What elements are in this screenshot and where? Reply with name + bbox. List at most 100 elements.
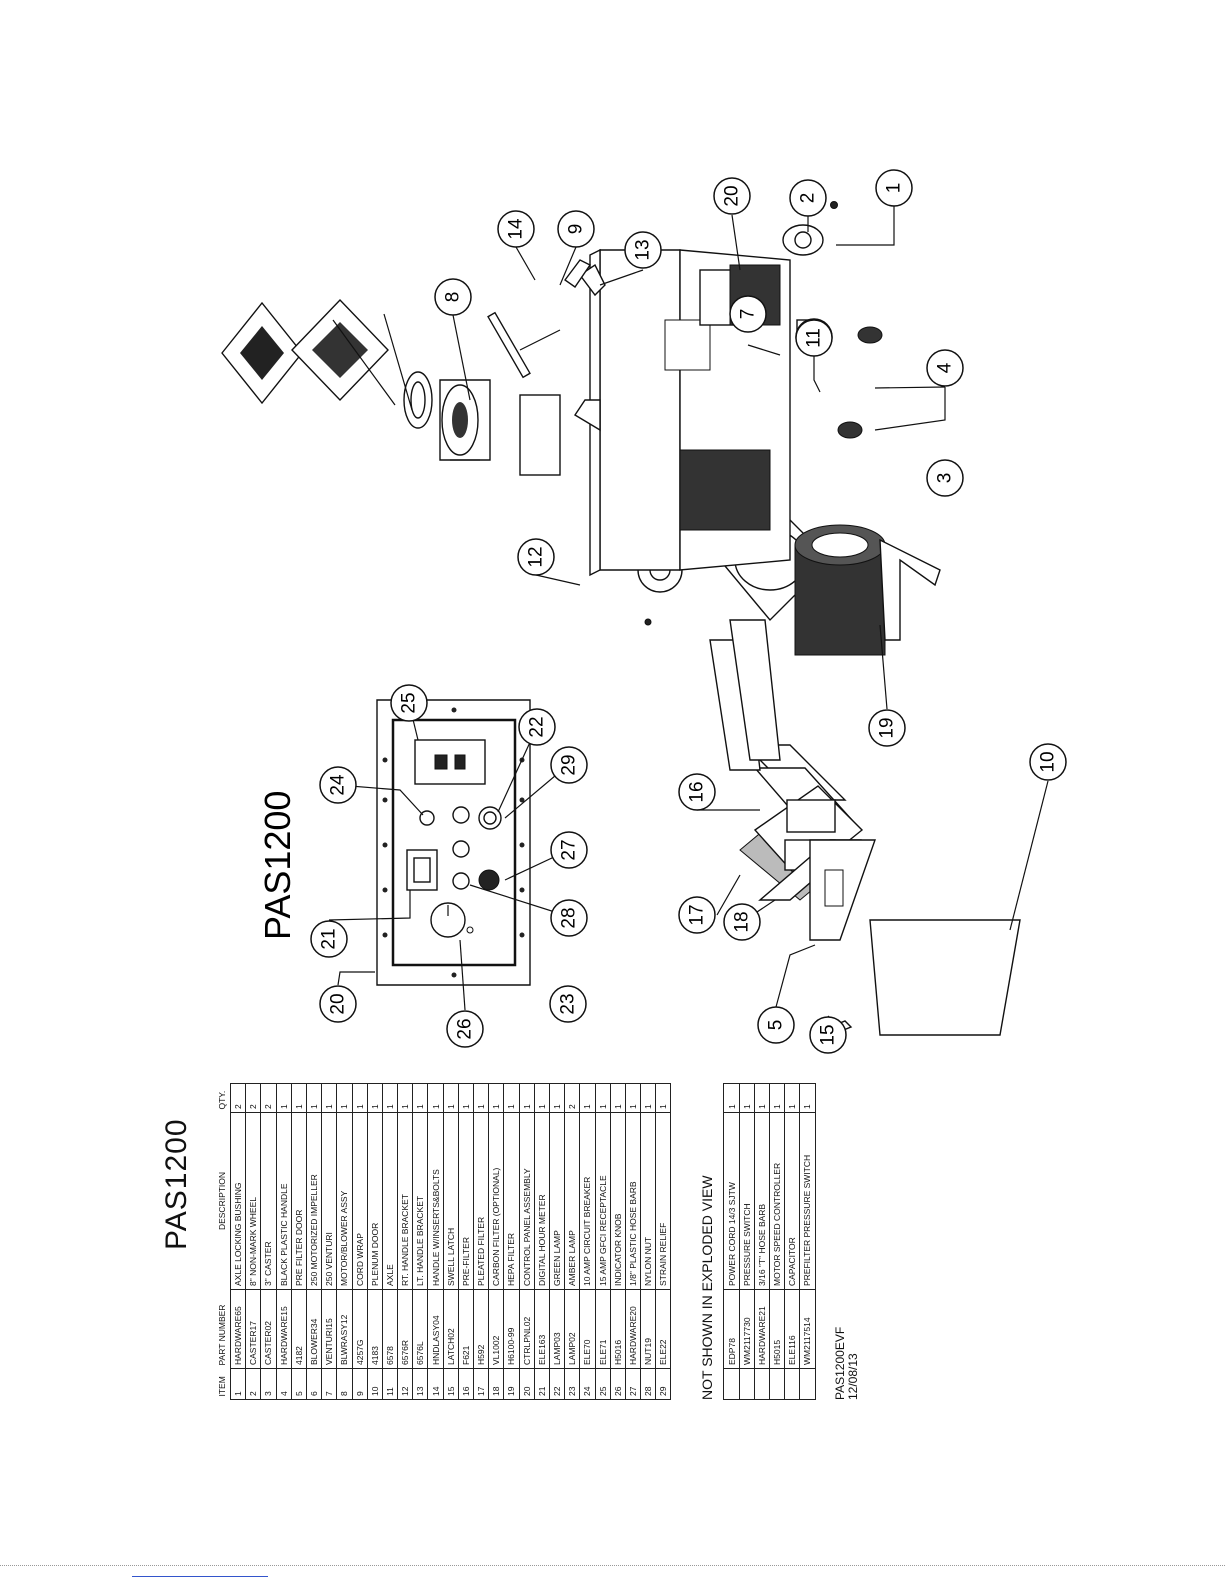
3-inch-caster xyxy=(837,421,863,439)
callout-circle xyxy=(390,684,428,722)
callout-circle xyxy=(795,319,833,357)
callout-3: 3 xyxy=(926,459,964,497)
callout-circle xyxy=(550,831,588,869)
callout-circle xyxy=(926,459,964,497)
callout-16: 16 xyxy=(678,773,716,811)
callout-number: 22 xyxy=(527,716,548,737)
callout-number: 3 xyxy=(935,473,956,484)
callout-circle xyxy=(678,773,716,811)
callout-circle xyxy=(446,1010,484,1048)
callout-bubbles: 1234567891011121314151617181920202122232… xyxy=(310,169,1067,1054)
callout-11: 11 xyxy=(795,319,833,357)
callout-number: 16 xyxy=(687,781,708,802)
axle-bushing xyxy=(830,201,838,209)
cord-wrap xyxy=(564,259,592,288)
callout-circle xyxy=(550,899,588,937)
cabinet-drawing xyxy=(487,201,883,577)
callout-number: 24 xyxy=(328,774,349,796)
callout-18: 18 xyxy=(723,903,761,941)
gfci-button xyxy=(434,754,448,770)
handle xyxy=(487,311,531,379)
callout-9: 9 xyxy=(557,210,595,248)
callout-circle xyxy=(319,985,357,1023)
callout-21: 21 xyxy=(310,920,348,958)
callout-number: 4 xyxy=(935,362,956,373)
cabinet-top xyxy=(599,249,681,571)
callout-circle xyxy=(789,179,827,217)
cabinet-panel xyxy=(519,394,561,476)
callout-13: 13 xyxy=(624,231,662,269)
callout-12: 12 xyxy=(517,538,555,576)
indicator-knob xyxy=(430,902,466,938)
callout-2: 2 xyxy=(789,179,827,217)
callout-23: 23 xyxy=(549,985,587,1023)
callout-number: 1 xyxy=(884,183,905,194)
callout-28: 28 xyxy=(550,899,588,937)
lt-handle-bracket xyxy=(578,263,606,297)
callout-number: 23 xyxy=(558,993,579,1014)
callout-circle xyxy=(757,1006,795,1044)
callout-circle xyxy=(434,278,472,316)
callout-circle xyxy=(809,1016,847,1054)
footer-link-underline xyxy=(132,1576,268,1577)
callout-number: 27 xyxy=(559,839,580,860)
callout-circle xyxy=(517,538,555,576)
callout-number: 26 xyxy=(455,1018,476,1039)
callout-number: 20 xyxy=(722,185,743,206)
filter-stack-drawing xyxy=(739,744,1021,1036)
circuit-breaker xyxy=(419,810,435,826)
3-inch-caster-2 xyxy=(857,326,883,344)
callout-circle xyxy=(549,985,587,1023)
callout-4: 4 xyxy=(926,349,964,387)
cabinet-grille xyxy=(679,449,771,531)
callout-7: 7 xyxy=(729,295,767,333)
gfci-receptacle xyxy=(414,739,486,785)
callout-number: 14 xyxy=(506,218,527,240)
callout-number: 10 xyxy=(1038,751,1059,772)
callout-circle xyxy=(1029,743,1067,781)
callout-number: 21 xyxy=(319,928,340,949)
callout-1: 1 xyxy=(875,169,913,207)
callout-14: 14 xyxy=(497,210,535,248)
callout-circle xyxy=(310,920,348,958)
callout-number: 12 xyxy=(526,546,547,567)
callout-circle xyxy=(497,210,535,248)
callout-circle xyxy=(557,210,595,248)
callout-circle xyxy=(868,709,906,747)
callout-number: 29 xyxy=(559,754,580,775)
callout-20: 20 xyxy=(713,177,751,215)
callout-number: 18 xyxy=(732,911,753,932)
callout-number: 5 xyxy=(766,1020,787,1031)
diagram-title: PAS1200 xyxy=(257,791,298,940)
callout-number: 17 xyxy=(687,904,708,925)
callout-circle xyxy=(550,746,588,784)
callout-number: 9 xyxy=(566,224,587,235)
green-lamp xyxy=(452,806,470,824)
callout-number: 25 xyxy=(399,692,420,713)
blower-drawing xyxy=(221,298,491,461)
callout-15: 15 xyxy=(809,1016,847,1054)
callout-26: 26 xyxy=(446,1010,484,1048)
callout-number: 2 xyxy=(798,193,819,204)
callout-circle xyxy=(729,295,767,333)
callout-circle xyxy=(624,231,662,269)
callout-number: 19 xyxy=(877,717,898,738)
callout-circle xyxy=(926,349,964,387)
callout-8: 8 xyxy=(434,278,472,316)
callout-circle xyxy=(713,177,751,215)
callout-number: 8 xyxy=(443,292,464,303)
callout-number: 11 xyxy=(804,328,825,348)
callout-10: 10 xyxy=(1029,743,1067,781)
hour-meter-window xyxy=(413,857,431,883)
amber-lamp xyxy=(452,840,470,858)
callout-29: 29 xyxy=(550,746,588,784)
door-window xyxy=(824,869,844,907)
strain-relief-inner xyxy=(483,811,497,825)
callout-circle xyxy=(875,169,913,207)
callout-24: 24 xyxy=(319,766,357,804)
callout-5: 5 xyxy=(757,1006,795,1044)
nylon-nut xyxy=(478,869,500,891)
amber-lamp-2 xyxy=(452,872,470,890)
rt-handle-bracket xyxy=(574,399,601,432)
callout-number: 20 xyxy=(328,993,349,1014)
